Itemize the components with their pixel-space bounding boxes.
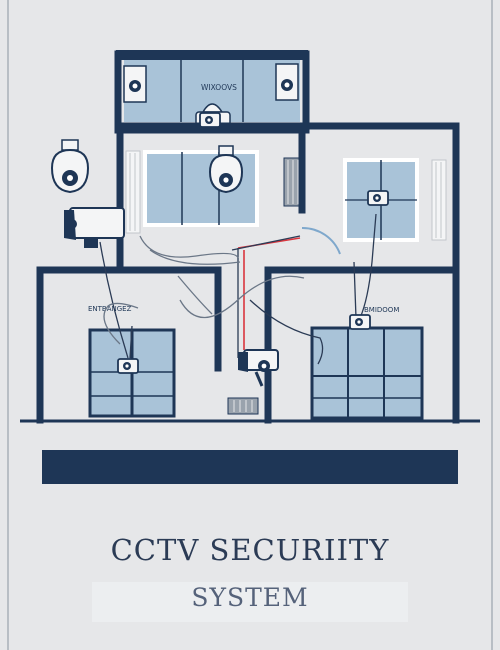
bottom-walls: [36, 266, 460, 424]
mini-camera-icon: [199, 112, 221, 128]
entrance-label: ENTBANGEZ: [88, 305, 132, 313]
title-line-2: SYSTEM: [191, 583, 309, 612]
title-line-1: CCTV SECURIITY: [110, 533, 390, 567]
title-banner: [42, 450, 458, 484]
radiator-icon: [125, 150, 141, 234]
radiator-icon: [431, 159, 447, 241]
door-swing-arc: [301, 226, 341, 255]
vent-icon: [283, 157, 303, 207]
bedroom-window-glass: [312, 328, 422, 418]
bedroom-label: BMIDOOM: [364, 306, 399, 314]
subtitle-backdrop: [92, 582, 408, 622]
camera-wiring: [99, 213, 377, 365]
bullet-camera-icon: [64, 207, 125, 248]
mini-camera-icon: [117, 358, 139, 374]
vent-icon: [227, 397, 259, 415]
mini-camera-icon: [349, 314, 371, 330]
box-camera-icon: [275, 63, 299, 101]
bullet-camera-icon: [238, 349, 279, 387]
dome-camera-icon: [208, 145, 244, 194]
windows-label: WIXOOVS: [201, 83, 237, 92]
mini-camera-icon: [367, 190, 389, 206]
middle-walls: [116, 122, 460, 274]
box-camera-icon: [123, 65, 147, 103]
dome-camera-icon: [50, 139, 90, 194]
